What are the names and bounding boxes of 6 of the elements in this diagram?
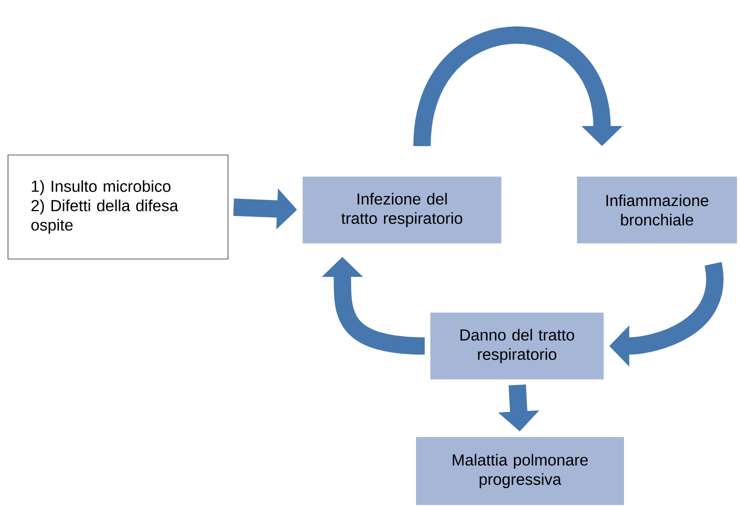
cause-box: 1) Insulto microbico 2) Difetti della difesa ospite <box>8 154 228 260</box>
process-box: Infiammazione bronchiale <box>577 176 737 244</box>
process-box: Danno del tratto respiratorio <box>430 312 604 380</box>
process-box: Malattia polmonare progressiva <box>416 437 624 505</box>
process-box: Infezione del tratto respiratorio <box>302 176 502 244</box>
block-arrow <box>413 26 623 147</box>
